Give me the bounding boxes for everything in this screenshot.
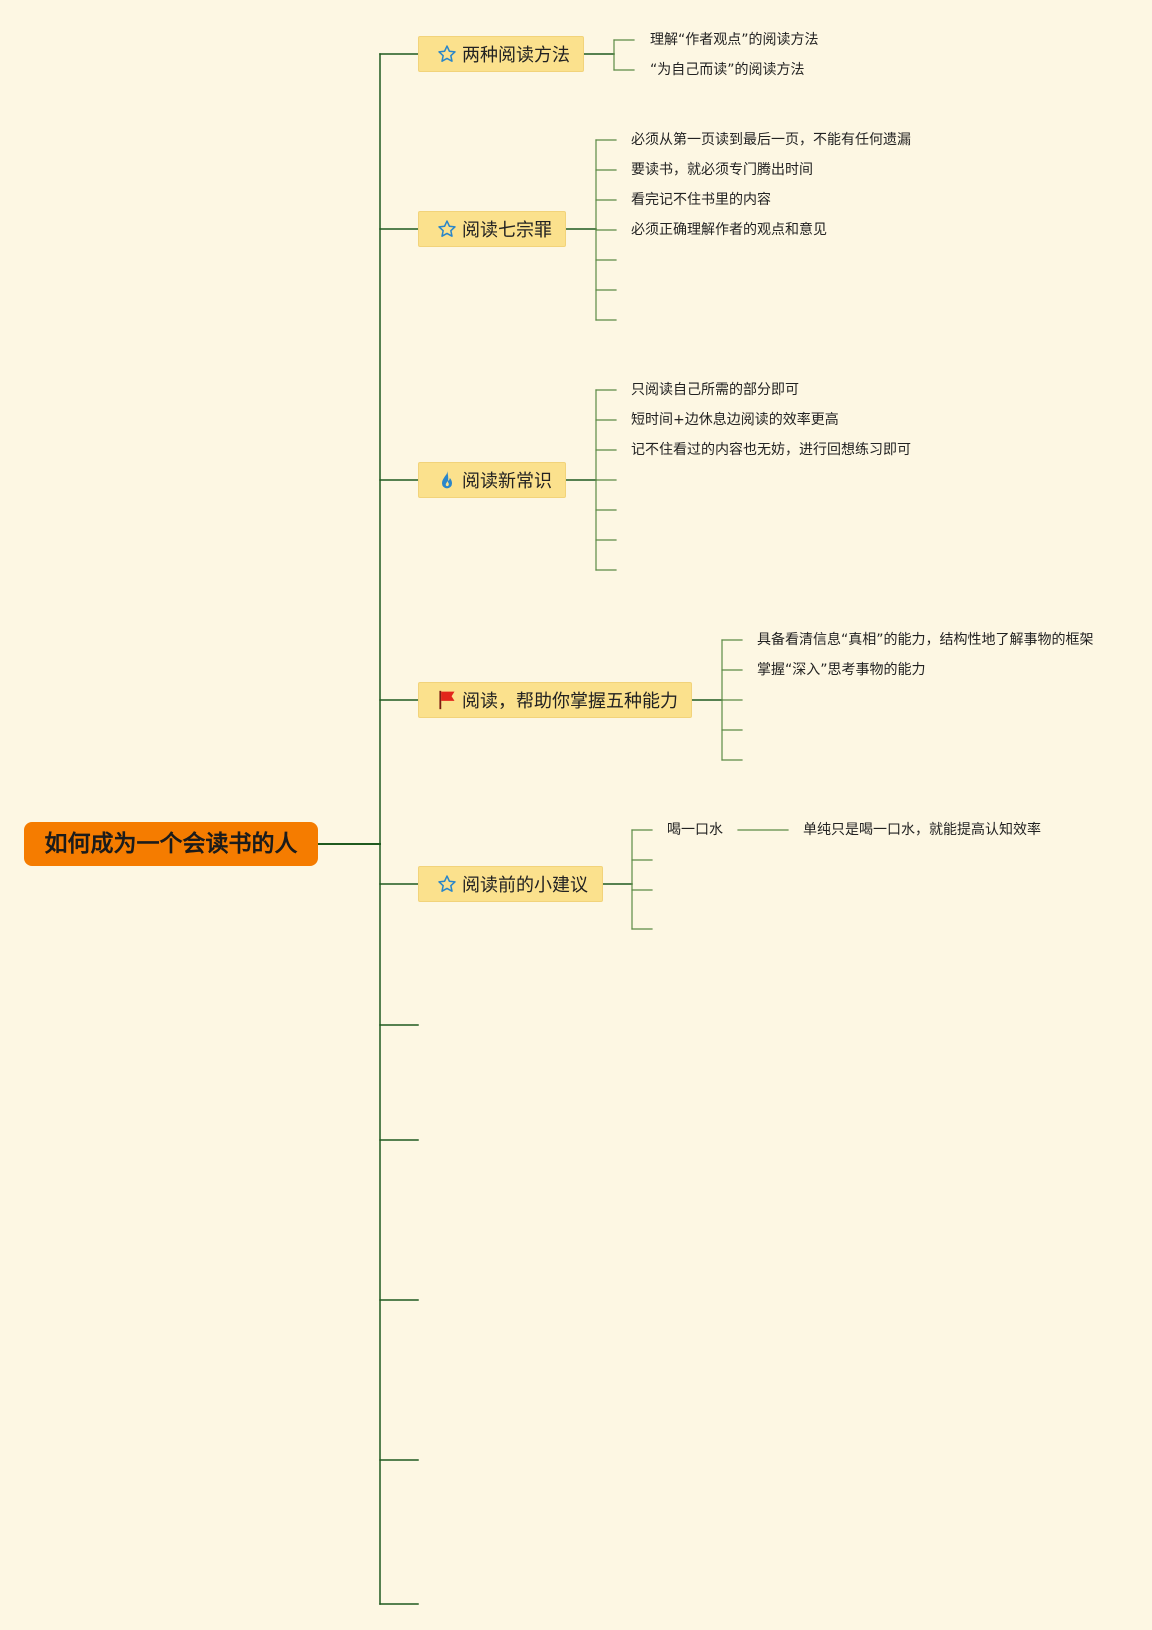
leaf-item[interactable]: 只阅读自己所需的部分即可 bbox=[631, 382, 799, 398]
leaf-item[interactable]: 具备看清信息“真相”的能力，结构性地了解事物的框架 bbox=[757, 632, 1094, 648]
fire-icon bbox=[436, 469, 458, 491]
red-flag-icon bbox=[436, 689, 458, 711]
leaf-item[interactable]: “为自己而读”的阅读方法 bbox=[650, 62, 805, 78]
leaf-item[interactable]: 要读书，就必须专门腾出时间 bbox=[631, 162, 813, 178]
branch-pre-reading-tips[interactable]: 阅读前的小建议 bbox=[418, 866, 603, 902]
leaf-item[interactable]: 必须从第一页读到最后一页，不能有任何遗漏 bbox=[631, 132, 911, 148]
branch-label: 阅读新常识 bbox=[462, 471, 552, 492]
branch-label: 两种阅读方法 bbox=[462, 45, 570, 66]
leaf-item[interactable]: 记不住看过的内容也无妨，进行回想练习即可 bbox=[631, 442, 911, 458]
star-outline-icon bbox=[436, 43, 458, 65]
leaf-item[interactable]: 必须正确理解作者的观点和意见 bbox=[631, 222, 827, 238]
leaf-item[interactable]: 理解“作者观点”的阅读方法 bbox=[650, 32, 819, 48]
sub-leaf-item[interactable]: 单纯只是喝一口水，就能提高认知效率 bbox=[803, 822, 1041, 838]
branch-label: 阅读前的小建议 bbox=[462, 875, 588, 896]
leaf-item[interactable]: 短时间+边休息边阅读的效率更高 bbox=[631, 412, 839, 428]
leaf-item[interactable]: 掌握“深入”思考事物的能力 bbox=[757, 662, 926, 678]
branch-seven-sins[interactable]: 阅读七宗罪 bbox=[418, 211, 566, 247]
branch-reading-methods[interactable]: 两种阅读方法 bbox=[418, 36, 584, 72]
branch-label: 阅读，帮助你掌握五种能力 bbox=[462, 691, 678, 712]
branch-label: 阅读七宗罪 bbox=[462, 220, 552, 241]
branch-new-common-sense[interactable]: 阅读新常识 bbox=[418, 462, 566, 498]
root-topic[interactable]: 如何成为一个会读书的人 bbox=[24, 822, 318, 866]
leaf-item[interactable]: 看完记不住书里的内容 bbox=[631, 192, 771, 208]
branch-five-abilities[interactable]: 阅读，帮助你掌握五种能力 bbox=[418, 682, 692, 718]
leaf-item[interactable]: 喝一口水 bbox=[667, 822, 723, 838]
star-outline-icon bbox=[436, 218, 458, 240]
star-outline-icon bbox=[436, 873, 458, 895]
